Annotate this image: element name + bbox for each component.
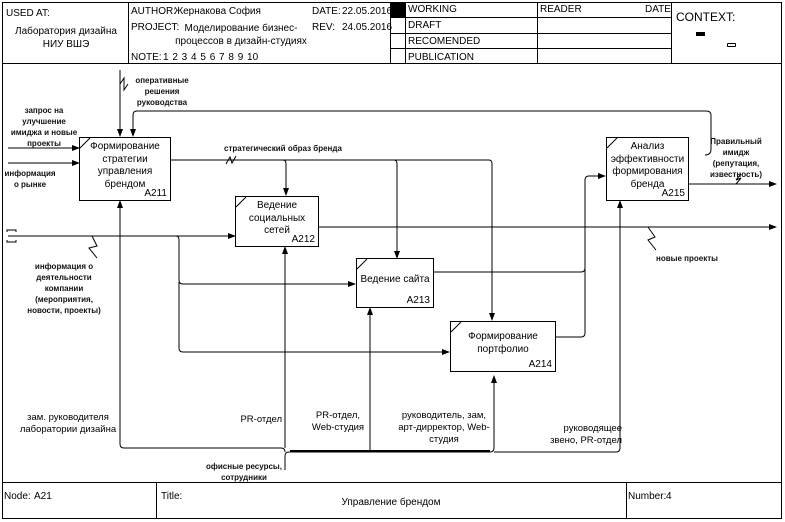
squiggle-operational [119, 76, 129, 92]
footer-divider-1 [156, 483, 157, 519]
rev-label: REV: [312, 22, 335, 33]
arrow-strategic-to-a212 [282, 159, 289, 196]
arrow-a214-output [555, 230, 586, 338]
corner-tick-icon [357, 259, 368, 270]
status-checkbox-working[interactable] [391, 2, 406, 17]
squiggle-output-image [735, 173, 742, 185]
label-company-info: информация о деятельности компании (меро… [27, 262, 101, 315]
diagram-title: Управление брендом [341, 497, 441, 508]
label-output-projects: новые проекты [656, 254, 718, 263]
number-label: Number: [628, 491, 667, 502]
author-label: AUTHOR: [131, 6, 176, 17]
node-value: A21 [34, 491, 52, 502]
corner-tick-icon [607, 138, 618, 149]
date-label: DATE: [312, 6, 341, 17]
label-control-operational: оперативные решения руководства [135, 76, 189, 107]
status-checkbox-publication[interactable] [391, 49, 406, 63]
project-value: Моделирование бизнес-процессов в дизайн-… [175, 23, 307, 47]
label-output-image: Правильный имидж (репутация, известность… [710, 137, 762, 179]
node-label: Node: [4, 491, 31, 502]
arrow-a213-output [433, 173, 606, 273]
reader-label: READER [540, 4, 582, 15]
activity-name: Ведение сайта [360, 274, 430, 285]
context-label: CONTEXT: [676, 10, 736, 24]
label-mech-deputy: зам. руководителя лаборатории дизайна [19, 412, 117, 435]
note-numbers: 1 2 3 4 5 6 7 8 9 10 [163, 52, 259, 63]
label-mech-management: руководящее звено, PR-отдел [550, 423, 622, 446]
header-bottom-line [2, 63, 782, 64]
squiggle-new-projects [647, 226, 657, 251]
rev-value: 24.05.2016 [342, 22, 393, 33]
status-row-recomended: RECOMENDED [391, 34, 672, 49]
arrow-company-to-a214 [178, 282, 450, 355]
activity-id: A214 [528, 359, 552, 370]
activity-box-a211[interactable]: Формирование стратегии управления брендо… [79, 137, 171, 201]
corner-tick-icon [236, 197, 247, 208]
author-value: Жернакова София [174, 6, 261, 17]
tunnel-bracket-icon [6, 229, 17, 243]
label-input-request: запрос на улучшение имиджа и новые проек… [10, 106, 78, 148]
activity-name: Ведение социальных сетей [248, 200, 306, 236]
squiggle-company-info [88, 235, 98, 259]
reader-divider [537, 2, 538, 64]
note-label: NOTE: [131, 52, 162, 63]
activity-box-a215[interactable]: Анализ эффективности формирования бренда… [606, 137, 689, 201]
arrow-mech-a215 [494, 200, 623, 453]
activity-box-a212[interactable]: Ведение социальных сетей A212 [235, 196, 319, 247]
activity-id: A215 [661, 188, 685, 199]
status-label-draft: DRAFT [408, 20, 442, 31]
used-at-label: USED AT: [6, 8, 50, 19]
context-child-marker-icon [727, 43, 736, 47]
activity-name: Анализ эффективности формирования бренда [610, 141, 685, 190]
label-mech-pr-web: PR-отдел, Web-студия [311, 410, 365, 433]
activity-box-a213[interactable]: Ведение сайта A213 [356, 258, 434, 308]
squiggle-strategic [225, 155, 237, 165]
activity-name: Формирование портфолио [468, 331, 538, 355]
reader-date-label: DATE [645, 4, 671, 15]
corner-tick-icon [451, 322, 462, 333]
arrow-feedback-loop [130, 110, 712, 156]
date-value: 22.05.2016 [342, 6, 393, 17]
status-label-working: WORKING [408, 4, 457, 15]
label-strategic-image: стратегический образ бренда [224, 144, 342, 153]
context-parent-marker-icon [696, 32, 705, 36]
status-checkbox-recomended[interactable] [391, 34, 406, 48]
footer: Node: A21 Title: Управление брендом Numb… [2, 482, 782, 519]
corner-tick-icon [80, 138, 91, 149]
activity-name: Формирование стратегии управления брендо… [90, 141, 160, 190]
arrow-strategic-image [170, 159, 495, 321]
arrow-company-to-a213 [175, 235, 356, 287]
status-row-working: WORKING [391, 2, 672, 18]
label-mech-pr: PR-отдел [240, 414, 282, 425]
activity-id: A212 [291, 234, 315, 245]
activity-box-a214[interactable]: Формирование портфолио A214 [450, 321, 556, 372]
context-cell: CONTEXT: [672, 2, 782, 64]
footer-divider-2 [626, 483, 627, 519]
activity-id: A213 [406, 295, 430, 306]
number-value: 4 [666, 491, 672, 502]
title-label: Title: [161, 491, 183, 502]
label-mech-office: офисные ресурсы, сотрудники [205, 462, 282, 482]
label-mech-head-art: руководитель, зам, арт-дирректор, Web-ст… [398, 410, 490, 445]
status-label-recomended: RECOMENDED [408, 36, 481, 47]
context-divider [671, 2, 672, 64]
author-cell: AUTHOR: Жернакова София DATE: 22.05.2016… [129, 2, 393, 64]
status-row-draft: DRAFT [391, 18, 672, 34]
status-label-publication: PUBLICATION [408, 52, 474, 63]
used-at-value: Лаборатория дизайна НИУ ВШЭ [15, 26, 117, 50]
label-input-market: информация о рынке [4, 169, 56, 189]
status-checkbox-draft[interactable] [391, 18, 406, 33]
arrow-mech-a211 [117, 200, 286, 453]
activity-id: A211 [144, 188, 167, 199]
arrow-strategic-to-a213 [393, 159, 400, 259]
project-label: PROJECT: [131, 22, 180, 33]
